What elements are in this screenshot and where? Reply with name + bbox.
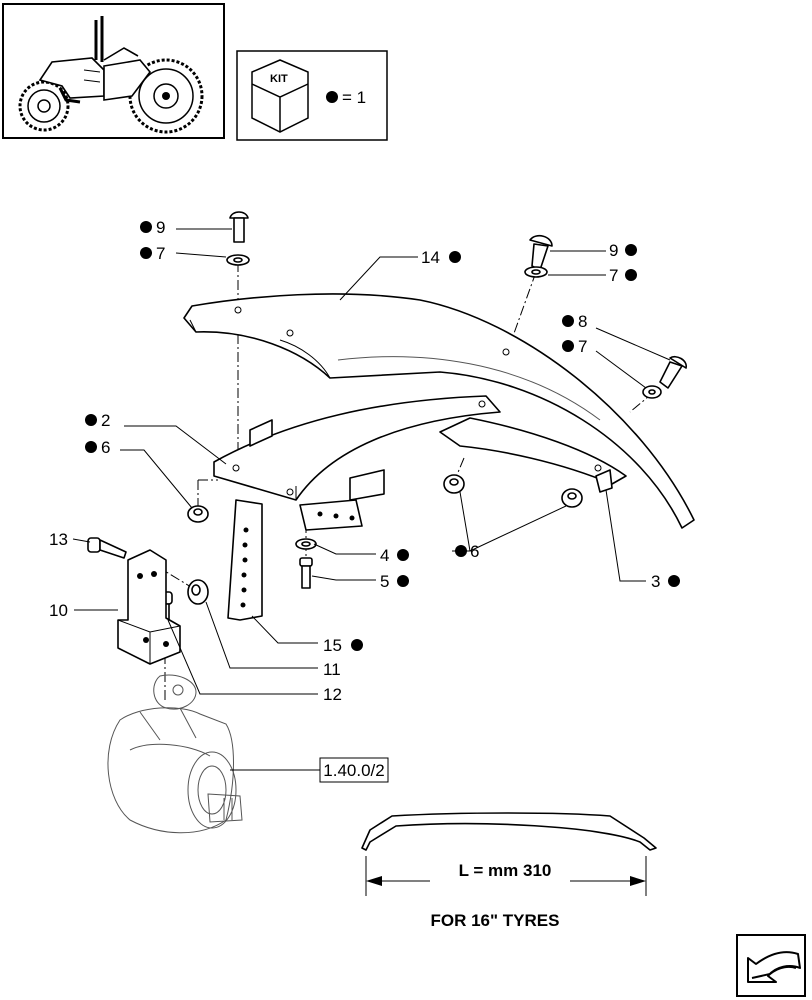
washer-4[interactable] xyxy=(295,538,317,550)
fender-profile-detail: L = mm 310 FOR 16" TYRES xyxy=(361,812,657,930)
callout-5: 5 xyxy=(380,572,389,591)
bullet-icon xyxy=(140,221,152,233)
bush-11[interactable] xyxy=(187,579,209,605)
tractor-thumbnail[interactable] xyxy=(2,3,225,139)
bullet-icon xyxy=(455,545,467,557)
bullet-icon xyxy=(397,549,409,561)
kit-equation: = 1 xyxy=(342,88,366,107)
kit-cube-icon xyxy=(251,59,309,133)
callout-bullets xyxy=(85,221,680,651)
next-page-button[interactable] xyxy=(736,934,806,997)
bullet-icon xyxy=(668,575,680,587)
callout-13: 13 xyxy=(49,530,68,549)
bullet-icon xyxy=(85,441,97,453)
bush-6-right-a[interactable] xyxy=(443,474,465,494)
bullet-icon xyxy=(351,639,363,651)
callout-6-right: 6 xyxy=(470,542,479,561)
inner-bracket[interactable] xyxy=(439,417,627,493)
arrow-right-icon xyxy=(630,876,646,886)
bolt-8[interactable] xyxy=(659,355,687,389)
support-plate[interactable] xyxy=(213,395,501,531)
callout-6-left: 6 xyxy=(101,438,110,457)
callout-15: 15 xyxy=(323,636,342,655)
bullet-icon xyxy=(625,269,637,281)
reference-box[interactable]: 1.40.0/2 xyxy=(319,757,389,783)
bracket[interactable] xyxy=(117,549,181,665)
kit-bullet-icon xyxy=(326,91,338,103)
callout-12: 12 xyxy=(323,685,342,704)
callout-7-side: 7 xyxy=(578,337,587,356)
kit-label: KIT xyxy=(270,73,288,85)
bullet-icon xyxy=(562,315,574,327)
bullet-icon xyxy=(449,251,461,263)
bolt-13[interactable] xyxy=(87,537,127,559)
bullet-icon xyxy=(85,414,97,426)
callout-9-top: 9 xyxy=(156,218,165,237)
callout-3: 3 xyxy=(651,572,660,591)
callout-4: 4 xyxy=(380,546,389,565)
tractor-body-icon xyxy=(38,16,152,104)
bolt-9-top[interactable] xyxy=(229,211,249,243)
washer-7-top[interactable] xyxy=(226,254,250,266)
bullet-icon xyxy=(397,575,409,587)
bullet-icon xyxy=(140,247,152,259)
bush-6-left[interactable] xyxy=(187,505,209,523)
callout-labels: 9 7 14 9 7 8 7 2 6 13 10 4 5 6 3 15 11 1… xyxy=(49,218,660,704)
arrow-left-icon xyxy=(366,876,382,886)
washer-7-right[interactable] xyxy=(524,266,548,278)
callout-10: 10 xyxy=(49,601,68,620)
callout-9-right: 9 xyxy=(609,241,618,260)
callout-2: 2 xyxy=(101,411,110,430)
dimension-length: L = mm 310 xyxy=(459,861,552,880)
bolt-5[interactable] xyxy=(299,557,313,589)
callout-14: 14 xyxy=(421,248,440,267)
callout-11: 11 xyxy=(323,660,341,679)
reference-label: 1.40.0/2 xyxy=(323,761,384,780)
front-wheel-icon xyxy=(18,80,70,132)
bush-6-right-b[interactable] xyxy=(561,488,583,508)
bolt-9-right[interactable] xyxy=(529,234,553,271)
bullet-icon xyxy=(562,340,574,352)
tyre-note: FOR 16" TYRES xyxy=(431,911,560,930)
leader-lines xyxy=(72,228,671,771)
callout-8: 8 xyxy=(578,312,587,331)
kit-legend: KIT = 1 xyxy=(236,50,388,141)
callout-7-right: 7 xyxy=(609,266,618,285)
strap[interactable] xyxy=(227,499,263,621)
callout-7-top: 7 xyxy=(156,244,165,263)
axle-housing xyxy=(107,674,243,834)
bullet-icon xyxy=(625,244,637,256)
washer-7-side[interactable] xyxy=(642,385,662,399)
